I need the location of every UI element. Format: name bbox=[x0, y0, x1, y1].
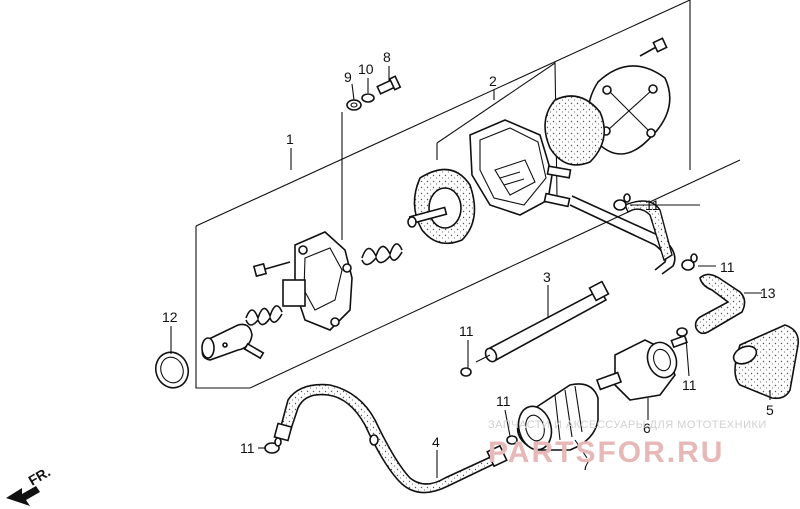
label-3: 3 bbox=[543, 269, 551, 285]
bolt-8 bbox=[376, 75, 402, 95]
label-11-bottom: 11 bbox=[240, 440, 255, 456]
callout-labels: 8 10 9 2 1 3 11 11 13 11 5 6 11 11 7 4 1… bbox=[162, 49, 776, 473]
label-2: 2 bbox=[489, 73, 497, 89]
washer-9 bbox=[346, 99, 362, 111]
pump-motor-7 bbox=[516, 383, 599, 451]
hose-13 bbox=[694, 273, 746, 335]
spring-upper bbox=[361, 243, 403, 266]
washer-10 bbox=[361, 93, 375, 103]
label-10: 10 bbox=[358, 61, 374, 77]
label-11-right: 11 bbox=[720, 259, 735, 275]
pump-lower-body bbox=[282, 231, 353, 331]
clip-11-right bbox=[681, 253, 698, 271]
plunger bbox=[201, 323, 253, 361]
spring-lower bbox=[245, 305, 283, 326]
label-9: 9 bbox=[344, 69, 352, 85]
watermark-brand: PARTSFOR.RU bbox=[488, 436, 724, 469]
pin bbox=[243, 342, 265, 360]
fuel-tube-3 bbox=[475, 280, 610, 363]
bolt-left bbox=[252, 261, 291, 278]
label-11-motor: 11 bbox=[496, 393, 511, 409]
leader-lines bbox=[170, 66, 771, 478]
pump-body bbox=[469, 119, 572, 216]
top-screw bbox=[639, 37, 668, 57]
label-8: 8 bbox=[383, 49, 391, 65]
label-7: 7 bbox=[582, 457, 590, 473]
clip-11-bottom bbox=[264, 437, 282, 454]
front-direction-marker: FR. bbox=[6, 463, 53, 506]
hose-4 bbox=[273, 383, 508, 494]
clip-11-regulator bbox=[676, 327, 688, 337]
clip-11-motor bbox=[506, 435, 518, 445]
label-6: 6 bbox=[643, 420, 651, 436]
label-4: 4 bbox=[432, 434, 440, 450]
label-1: 1 bbox=[286, 131, 294, 147]
watermark: ЗАПЧАСТИ И АКСЕССУАРЫ ДЛЯ МОТОТЕХНИКИ PA… bbox=[488, 419, 767, 469]
assembly-frame bbox=[195, 0, 741, 389]
watermark-tagline: ЗАПЧАСТИ И АКСЕССУАРЫ ДЛЯ МОТОТЕХНИКИ bbox=[488, 419, 767, 431]
label-11-tube: 11 bbox=[459, 323, 474, 339]
label-11-top: 11 bbox=[645, 197, 660, 213]
hose-upper-right bbox=[569, 195, 676, 275]
label-11-regulator: 11 bbox=[682, 377, 697, 393]
clip-11-tube bbox=[460, 367, 472, 377]
filter-gasket bbox=[544, 95, 606, 166]
o-ring-12 bbox=[154, 351, 190, 389]
front-label: FR. bbox=[26, 463, 54, 488]
label-12: 12 bbox=[162, 309, 178, 325]
diaphragm-assembly bbox=[407, 168, 476, 245]
label-5: 5 bbox=[766, 402, 774, 418]
clip-11-top bbox=[613, 193, 631, 211]
label-13: 13 bbox=[760, 285, 776, 301]
filter-5 bbox=[732, 324, 800, 400]
filter-regulator-6 bbox=[595, 334, 688, 401]
